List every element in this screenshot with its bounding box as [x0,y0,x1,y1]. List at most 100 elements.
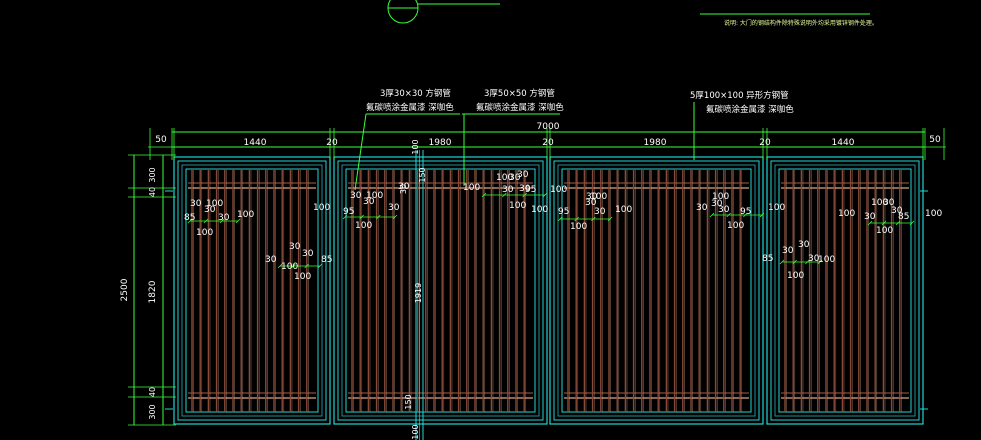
dimension-lines [128,128,946,426]
detail-label-30: 30 [388,203,400,213]
detail-label-100: 100 [463,183,480,193]
detail-label-85: 85 [321,255,332,265]
detail-dim-tick [881,220,887,226]
detail-label-30: 30 [808,254,820,264]
dim-top-20-a: 20 [326,138,338,148]
dim-center-top-100: 100 [411,139,420,154]
detail-label-100: 100 [818,255,835,265]
detail-label-30: 30 [363,197,375,207]
detail-label-30: 30 [265,255,277,265]
detail-label-95: 95 [343,207,354,217]
section-mark-circle [387,0,419,24]
detail-dim-tick [607,216,613,222]
detail-dim-tick [359,214,364,220]
vertical-bars [191,170,902,412]
detail-label-100: 100 [509,201,526,211]
dim-top-1440-right: 1440 [832,138,855,148]
detail-dim-tick [277,263,283,269]
gate-panel-4-mid [770,160,920,421]
detail-dim-tick [817,259,823,265]
dim-total-width: 7000 [537,122,560,132]
detail-dim-tick [709,212,715,218]
detail-dim-tick [743,212,748,218]
detail-label-100: 100 [281,262,298,272]
detail-dim-tick [726,212,731,218]
detail-label-100: 100 [727,221,744,231]
detail-label-30: 30 [782,246,794,256]
callout-3-line2: 氟碳喷涂金属漆 深咖色 [706,104,794,115]
detail-label-100: 100 [496,173,513,183]
detail-dim-tick [203,218,209,224]
gate-panel-4-outer [766,156,924,425]
detail-label-100: 100 [206,199,223,209]
detail-label-30: 30 [711,199,723,209]
detail-dim-tick [317,263,323,269]
detail-dim-tick [895,220,901,226]
gate-panel-1-inner [181,164,323,417]
detail-label-100: 100 [196,228,213,238]
detail-dim-tick [392,214,398,220]
detail-dim-tick [502,192,507,198]
detail-label-30: 30 [585,198,597,208]
detail-label-100: 100 [768,203,785,213]
detail-dim-tick [522,192,527,198]
detail-label-30: 30 [586,192,598,202]
detail-dim-tick [867,220,873,226]
detail-dim-tick [481,192,487,198]
detail-label-100: 100 [570,222,587,232]
detail-label-30: 30 [204,205,216,215]
dim-left-40-top: 40 [148,187,157,197]
detail-label-30: 30 [517,170,529,180]
dim-left-300-top: 300 [148,167,157,182]
detail-label-30: 30 [883,198,895,208]
detail-label-95: 95 [525,185,536,195]
dim-total-height: 2500 [120,278,130,301]
dim-center-150-upper: 150 [418,167,427,182]
gate-panel-2-outer [333,156,548,425]
detail-label-100: 100 [876,226,893,236]
detail-label-100: 100 [590,192,607,202]
gate-panel-3-leaf [561,168,752,413]
detail-dim-tick [542,192,548,198]
detail-label-100: 100 [237,210,254,220]
detail-label-30: 30 [594,207,606,217]
gate-panel-4-inner [774,164,916,417]
detail-dim-tick [805,259,810,265]
gate-panel-3-outer [549,156,764,425]
detail-label-100: 100 [925,209,942,219]
detail-label-30: 30 [864,212,876,222]
callout-2-line1: 3厚50×50 方钢管 [484,88,555,99]
gate-panel-4-leaf [778,168,912,413]
gate-panel-1-mid [177,160,327,421]
detail-label-95: 95 [740,207,751,217]
dim-left-1820: 1820 [148,280,158,303]
detail-label-30: 30 [718,205,730,215]
callout-3-line1: 5厚100×100 异形方钢管 [690,90,789,101]
detail-label-85: 85 [184,213,195,223]
dim-left-40-bottom: 40 [148,387,157,397]
detail-label-30: 30 [891,206,903,216]
detail-dim-tick [574,216,579,222]
detail-dim-tick [591,216,596,222]
callout-1-line1: 3厚30×30 方钢管 [380,88,451,99]
gate-panel-2-mid [337,160,544,421]
detail-dim-tick [792,259,797,265]
detail-dim-tick [291,263,296,269]
detail-label-100: 100 [366,191,383,201]
callout-1-line2: 氟碳喷涂金属漆 深咖色 [366,102,454,113]
detail-label-85: 85 [898,212,909,222]
general-note: 说明: 大门的钢结构件除特殊说明外均采用镀锌钢件处理。 [724,19,878,27]
detail-label-100: 100 [313,203,330,213]
detail-dim-tick [304,263,309,269]
detail-label-30: 30 [519,184,531,194]
dim-center-30: 30 [399,184,408,194]
dim-center-1919: 1919 [414,283,423,303]
dim-top-1980-b: 1980 [644,138,667,148]
dim-top-20-c: 20 [759,138,771,148]
detail-label-30: 30 [218,213,230,223]
detail-label-30: 30 [696,203,708,213]
dim-top-50-right: 50 [929,135,941,145]
